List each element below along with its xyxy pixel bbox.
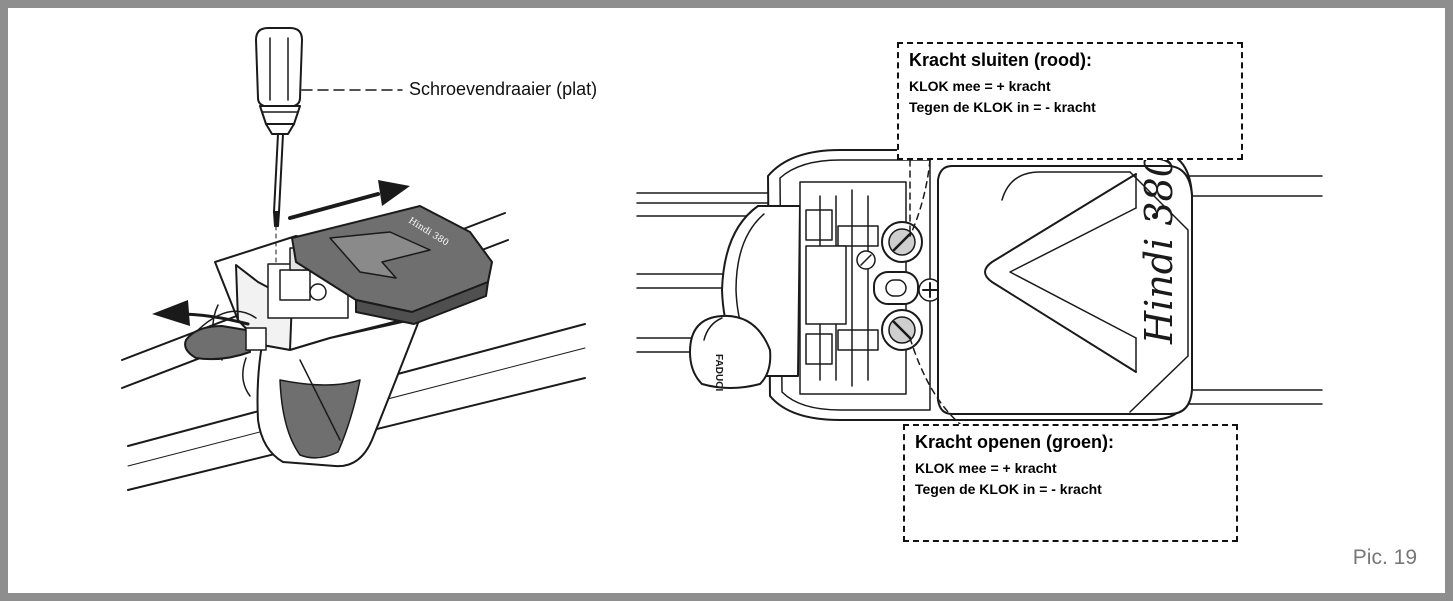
rotate-arrow-left (152, 300, 250, 326)
brand-logo-text: Hindi 380 (1137, 153, 1181, 345)
center-cylinder (873, 271, 919, 305)
key-label-text: FADUCI (713, 354, 724, 391)
slide-arrow-right (288, 180, 410, 220)
top-view-cover: Hindi 380 (937, 153, 1193, 415)
lock-key (184, 310, 267, 397)
adjust-screw-open (881, 309, 923, 351)
callout-open-clockwise: KLOK mee = + kracht (915, 460, 1057, 476)
screwdriver-label: Schroevendraaier (plat) (409, 79, 598, 99)
picture-number: Pic. 19 (1352, 546, 1417, 569)
callout-close-counterclockwise: Tegen de KLOK in = - kracht (909, 99, 1096, 115)
callout-leaders (909, 159, 961, 425)
roof-bar-foot-top-view: Hindi 380 FADUCI (636, 149, 1323, 425)
callout-close-force: Kracht sluiten (rood): KLOK mee = + krac… (897, 42, 1243, 160)
roof-bar-foot-perspective: Hindi 380 (121, 27, 586, 491)
adjust-screw-close (881, 221, 923, 263)
foot-cover: Hindi 380 (291, 205, 493, 325)
callout-open-title: Kracht openen (groen): (915, 432, 1115, 452)
top-view-key: FADUCI (689, 314, 772, 391)
small-screw-upper (856, 250, 876, 270)
callout-open-counterclockwise: Tegen de KLOK in = - kracht (915, 481, 1102, 497)
callout-close-clockwise: KLOK mee = + kracht (909, 78, 1051, 94)
callout-close-title: Kracht sluiten (rood): (909, 50, 1092, 70)
callout-open-force: Kracht openen (groen): KLOK mee = + krac… (903, 424, 1238, 542)
internal-mechanism (799, 181, 907, 395)
screwdriver (255, 27, 303, 263)
